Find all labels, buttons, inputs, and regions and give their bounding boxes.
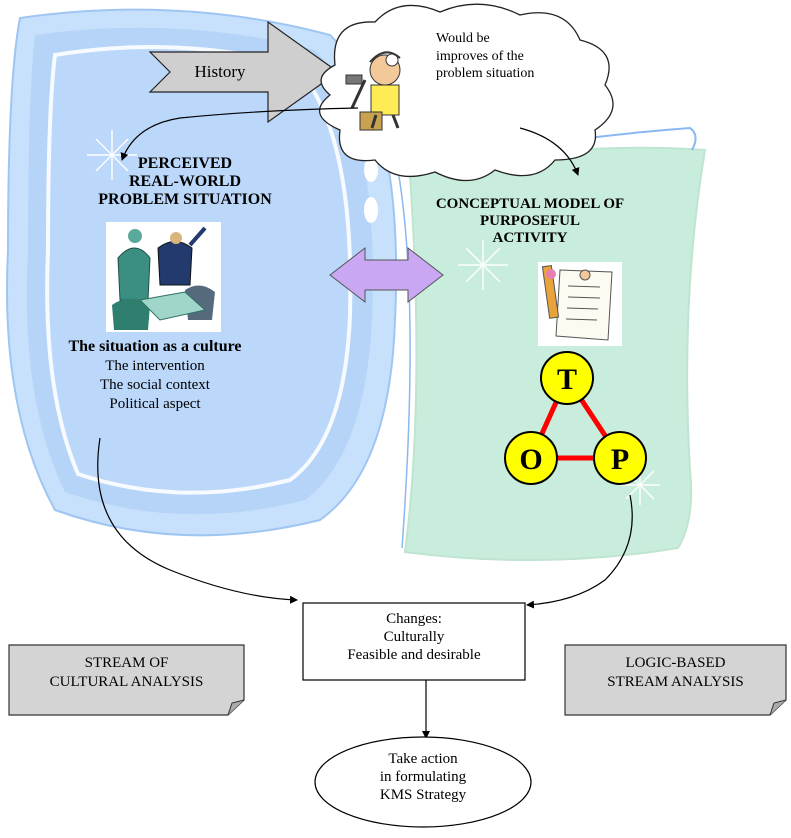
cloud-line-3: problem situation: [436, 66, 535, 81]
action-line-1: Take action: [388, 751, 458, 767]
right-panel-title: CONCEPTUAL MODEL OF PURPOSEFUL ACTIVITY: [430, 196, 630, 246]
right-note-line-1: LOGIC-BASED: [625, 655, 726, 671]
action-text: Take action in formulating KMS Strategy: [340, 750, 506, 804]
cloud-line-2: improves of the: [436, 48, 524, 64]
history-label: History: [194, 62, 246, 81]
panel-dashes: [364, 158, 378, 223]
cloud-line-1: Would be: [436, 31, 490, 46]
clipart-meeting-icon: [106, 222, 221, 332]
right-note-text: LOGIC-BASED STREAM ANALYSIS: [565, 654, 786, 692]
top-node-o: [504, 431, 558, 485]
clipart-checklist-icon: [538, 262, 622, 346]
left-title-line-3: PROBLEM SITUATION: [98, 191, 272, 209]
left-note-text: STREAM OF CULTURAL ANALYSIS: [9, 654, 244, 692]
changes-text: Changes: Culturally Feasible and desirab…: [303, 610, 525, 664]
left-note-line-1: STREAM OF: [84, 655, 169, 671]
right-note-line-2: STREAM ANALYSIS: [607, 673, 744, 690]
changes-box-shape: [302, 602, 526, 681]
right-title-line-2: PURPOSEFUL: [479, 212, 580, 229]
left-note-line-2: CULTURAL ANALYSIS: [49, 673, 204, 690]
right-title-line-3: ACTIVITY: [492, 229, 568, 246]
culture-block: The situation as a culture The intervent…: [30, 337, 280, 413]
connector-lines: [97, 107, 633, 739]
right-note-shape: [564, 644, 787, 716]
action-line-2: in formulating: [379, 769, 467, 785]
cloud-shape: [319, 3, 614, 182]
top-node-o-label: O: [519, 443, 542, 476]
culture-item-1: The intervention: [105, 358, 205, 374]
action-line-3: KMS Strategy: [379, 787, 467, 803]
top-triangle: T O P: [504, 351, 647, 485]
changes-line-3: Feasible and desirable: [347, 647, 481, 663]
action-ellipse-shape: [314, 736, 532, 828]
right-title-line-1: CONCEPTUAL MODEL OF: [435, 196, 625, 212]
cloud-text: Would be improves of the problem situati…: [436, 30, 534, 83]
left-panel-title: PERCEIVED REAL-WORLD PROBLEM SITUATION: [60, 155, 310, 209]
culture-item-2: The social context: [100, 376, 210, 393]
left-title-line-2: REAL-WORLD: [128, 173, 241, 191]
left-note-shape: [8, 644, 245, 716]
culture-item-3: Political aspect: [109, 395, 201, 412]
clipart-repairman-icon: [345, 51, 401, 131]
changes-line-2: Culturally: [383, 629, 445, 645]
top-node-t: [540, 351, 594, 405]
top-node-p-label: P: [611, 443, 629, 476]
culture-heading: The situation as a culture: [68, 338, 242, 355]
top-node-t-label: T: [557, 363, 577, 396]
history-arrow-shape: [148, 20, 340, 124]
top-node-p: [593, 431, 647, 485]
double-arrow-shape: [329, 246, 444, 304]
changes-line-1: Changes:: [386, 611, 442, 627]
left-title-line-1: PERCEIVED: [137, 155, 233, 172]
